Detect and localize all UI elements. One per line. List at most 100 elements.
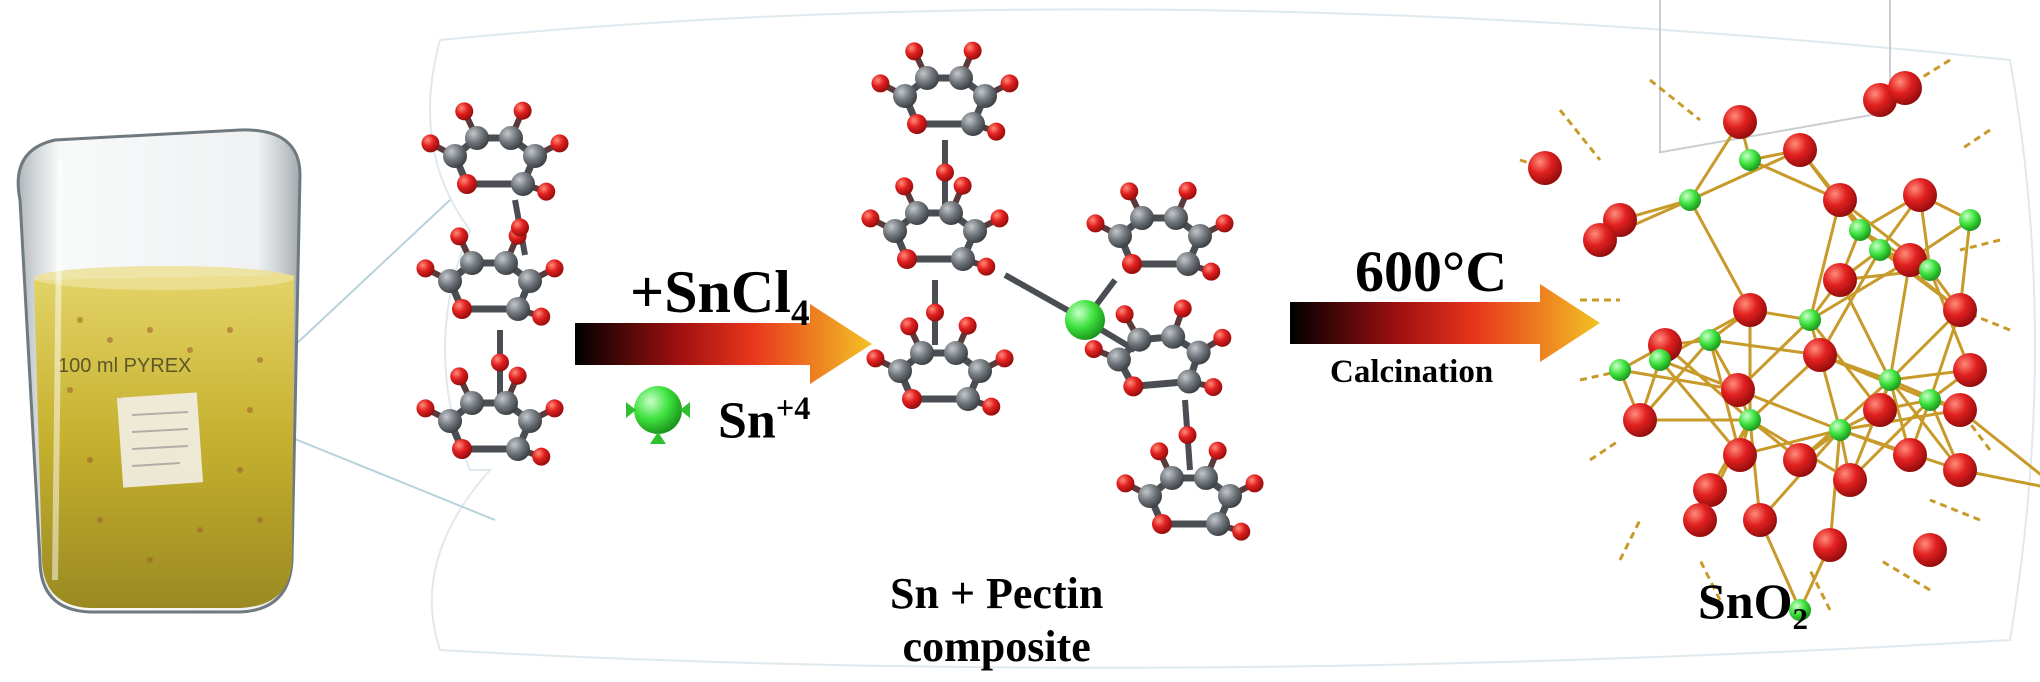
sn-o-bond	[1959, 408, 2040, 476]
oxygen-atom	[1813, 528, 1847, 562]
oxygen-atom	[1953, 353, 1987, 387]
carbon-atom	[1186, 340, 1211, 365]
oxygen-atom	[1115, 305, 1134, 324]
carbon-atom	[951, 247, 975, 271]
oxygen-atom	[861, 209, 880, 228]
oxygen-atom	[900, 317, 919, 336]
oxygen-atom	[450, 367, 469, 386]
oxygen-atom	[1893, 243, 1927, 277]
sn-o-bond	[1737, 388, 1841, 432]
oxygen-atom	[457, 174, 477, 194]
oxygen-atom	[905, 42, 924, 61]
oxygen-atom	[963, 41, 982, 60]
carbon-atom	[1164, 206, 1188, 230]
beaker-image: 100 ml PYREX	[16, 128, 302, 614]
tin-atom	[1959, 209, 1981, 231]
oxygen-atom	[1122, 254, 1142, 274]
oxygen-atom	[1150, 442, 1169, 461]
oxygen-atom	[1943, 453, 1977, 487]
sn-o-bond	[1888, 259, 1912, 381]
tin-atom	[1699, 329, 1721, 351]
carbon-atom	[961, 112, 985, 136]
oxygen-atom	[958, 316, 977, 335]
carbon-atom	[915, 66, 939, 90]
carbon-atom	[518, 409, 542, 433]
oxygen-atom	[987, 122, 1006, 141]
oxygen-atom	[537, 182, 556, 201]
oxygen-atom	[1583, 223, 1617, 257]
carbon-atom	[973, 84, 997, 108]
dangling-bond	[1649, 78, 1701, 122]
carbon-atom	[888, 359, 912, 383]
carbon-atom	[1177, 369, 1202, 394]
carbon-atom	[1138, 484, 1162, 508]
carbon-atom	[944, 341, 968, 365]
carbon-atom	[518, 269, 542, 293]
oxygen-atom	[1943, 293, 1977, 327]
carbon-atom	[460, 391, 484, 415]
oxygen-atom	[990, 209, 1009, 228]
oxygen-atom	[926, 303, 944, 322]
carbon-atom	[1160, 466, 1184, 490]
oxygen-atom	[1903, 178, 1937, 212]
oxygen-atom	[1888, 71, 1922, 105]
dangling-bond	[1904, 58, 1951, 90]
carbon-atom	[438, 269, 462, 293]
oxygen-atom	[416, 399, 435, 418]
oxygen-atom	[1120, 182, 1139, 201]
carbon-atom	[1176, 252, 1200, 276]
oxygen-atom	[1084, 340, 1103, 359]
dangling-bond	[1959, 128, 1991, 152]
carbon-atom	[1108, 224, 1132, 248]
tin-atom	[1849, 219, 1871, 241]
sn-o-bond	[1799, 378, 1891, 462]
sn-o-bond	[1688, 199, 1752, 311]
sn-o-bond	[1838, 279, 1892, 381]
oxygen-atom	[1245, 474, 1264, 493]
sn-o-bond	[1664, 343, 1751, 422]
oxygen-atom	[550, 134, 569, 153]
temperature-label: 600°C	[1355, 239, 1508, 304]
oxygen-atom	[1213, 328, 1232, 347]
tin-atom	[1829, 419, 1851, 441]
sno2-crystal-lattice	[1528, 71, 1987, 621]
carbon-atom	[1106, 347, 1131, 372]
oxygen-atom	[936, 163, 954, 182]
oxygen-atom	[1528, 151, 1562, 185]
dangling-bond	[1698, 559, 1722, 601]
tin-atom	[1789, 599, 1811, 621]
oxygen-atom	[508, 366, 527, 385]
sn-o-bond	[1808, 199, 1842, 321]
carbon-atom	[949, 66, 973, 90]
carbon-atom	[1218, 484, 1242, 508]
oxygen-atom	[513, 101, 532, 120]
oxygen-atom	[450, 227, 469, 246]
oxygen-atom	[897, 249, 917, 269]
dangling-bond	[1929, 498, 1981, 522]
oxygen-atom	[545, 259, 564, 278]
carbon-atom	[910, 341, 934, 365]
tin-atom	[1869, 239, 1891, 261]
dangling-bond	[1558, 109, 1602, 161]
carbon-atom	[1194, 466, 1218, 490]
oxygen-atom	[1204, 378, 1223, 397]
oxygen-atom	[1623, 403, 1657, 437]
reaction-arrow-2	[1290, 284, 1600, 362]
oxygen-atom	[895, 177, 914, 196]
oxygen-atom	[491, 353, 509, 372]
oxygen-atom	[907, 114, 927, 134]
oxygen-atom	[421, 134, 440, 153]
unit-cell	[1659, 0, 1891, 154]
oxygen-atom	[1215, 214, 1234, 233]
dangling-bond	[1879, 558, 1931, 592]
oxygen-atom	[532, 307, 551, 326]
carbon-atom	[893, 84, 917, 108]
tin-atom	[1919, 259, 1941, 281]
sn-o-bond	[1619, 368, 1739, 392]
oxygen-atom	[1152, 514, 1172, 534]
calcination-label: Calcination	[1330, 354, 1494, 390]
oxygen-atom	[545, 399, 564, 418]
oxygen-atom	[452, 439, 472, 459]
carbon-atom	[1130, 206, 1154, 230]
oxygen-atom	[1178, 181, 1197, 200]
